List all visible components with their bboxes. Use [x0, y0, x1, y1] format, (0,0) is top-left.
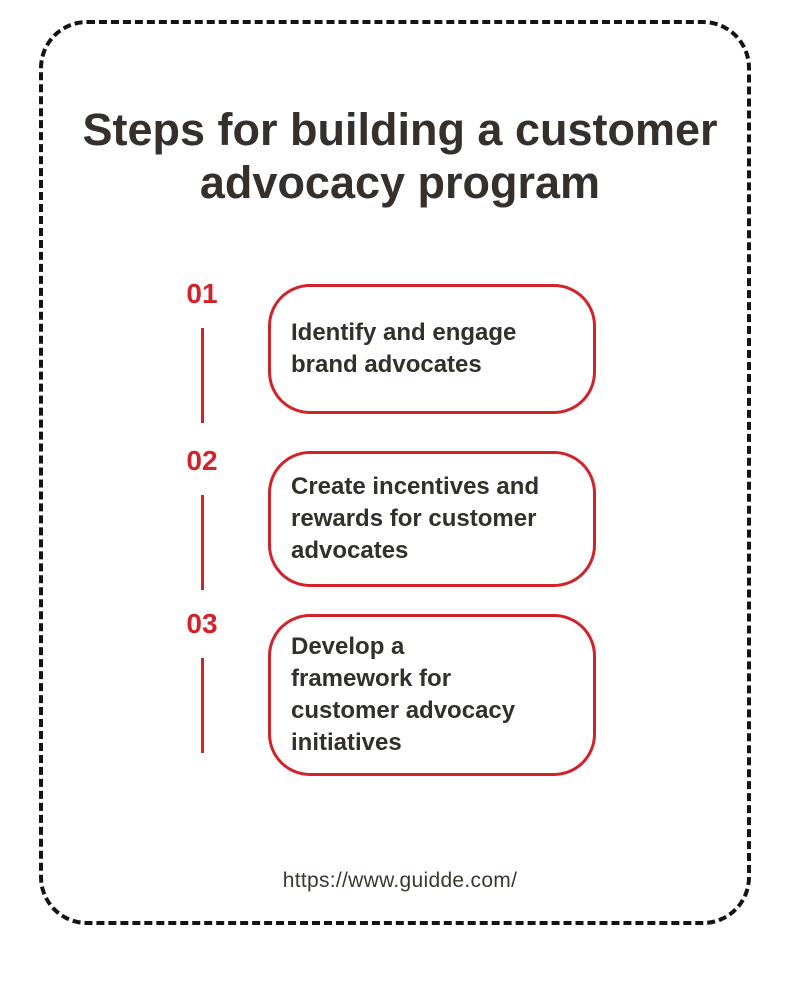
- step-connector-line: [200, 495, 204, 590]
- page-title: Steps for building a customer advocacy p…: [82, 104, 718, 208]
- step-item-03: 03 Develop a framework for customer advo…: [0, 610, 800, 776]
- step-number: 03: [186, 608, 218, 639]
- step-box: Identify and engage brand advocates: [268, 284, 596, 414]
- step-box: Develop a framework for customer advocac…: [268, 614, 596, 776]
- footer-url: https://www.guidde.com/: [282, 869, 518, 892]
- step-text: Identify and engage brand advocates: [291, 319, 517, 378]
- step-connector-line: [200, 328, 204, 423]
- step-connector-line: [200, 658, 204, 753]
- step-number-column: 03: [180, 610, 224, 753]
- step-number-column: 02: [180, 447, 224, 590]
- step-number: 01: [186, 278, 218, 309]
- step-item-02: 02 Create incentives and rewards for cus…: [0, 447, 800, 607]
- step-text: Develop a framework for customer advocac…: [291, 633, 516, 756]
- step-text: Create incentives and rewards for custom…: [291, 473, 540, 564]
- step-item-01: 01 Identify and engage brand advocates: [0, 280, 800, 440]
- step-number: 02: [186, 445, 218, 476]
- step-number-column: 01: [180, 280, 224, 423]
- step-box: Create incentives and rewards for custom…: [268, 451, 596, 587]
